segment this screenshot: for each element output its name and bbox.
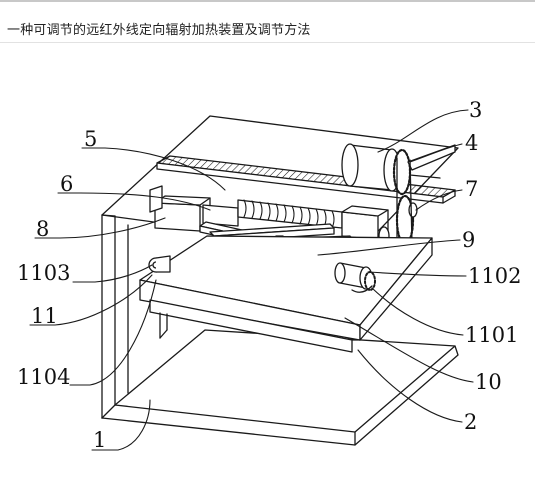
- label-6: 6: [60, 172, 73, 196]
- label-1104: 1104: [17, 365, 70, 389]
- label-1103: 1103: [17, 261, 70, 285]
- small-motor: [148, 255, 171, 273]
- label-5: 5: [84, 127, 97, 151]
- label-1101: 1101: [465, 323, 518, 347]
- label-9: 9: [462, 228, 475, 252]
- label-1102: 1102: [468, 264, 521, 288]
- motor-assembly: [341, 143, 456, 246]
- label-4: 4: [465, 131, 478, 155]
- label-8: 8: [36, 217, 49, 241]
- page-title: 一种可调节的远红外线定向辐射加热装置及调节方法: [7, 23, 311, 38]
- label-10: 10: [475, 370, 502, 394]
- callout-labels: 3 4 5 6 7 8 9 1103 1102 11 1101 1104 10 …: [17, 98, 521, 452]
- label-1: 1: [93, 428, 106, 452]
- label-7: 7: [465, 177, 478, 201]
- title-divider: [0, 42, 535, 43]
- title-bar: 一种可调节的远红外线定向辐射加热装置及调节方法: [0, 2, 535, 42]
- lifting-platform: [139, 235, 433, 353]
- label-2: 2: [464, 410, 477, 434]
- top-border: [0, 0, 535, 2]
- leader-lines: [29, 109, 474, 451]
- label-11: 11: [31, 304, 58, 328]
- roller-assembly: [334, 262, 376, 293]
- label-3: 3: [469, 98, 482, 122]
- screw-assembly: [149, 185, 390, 246]
